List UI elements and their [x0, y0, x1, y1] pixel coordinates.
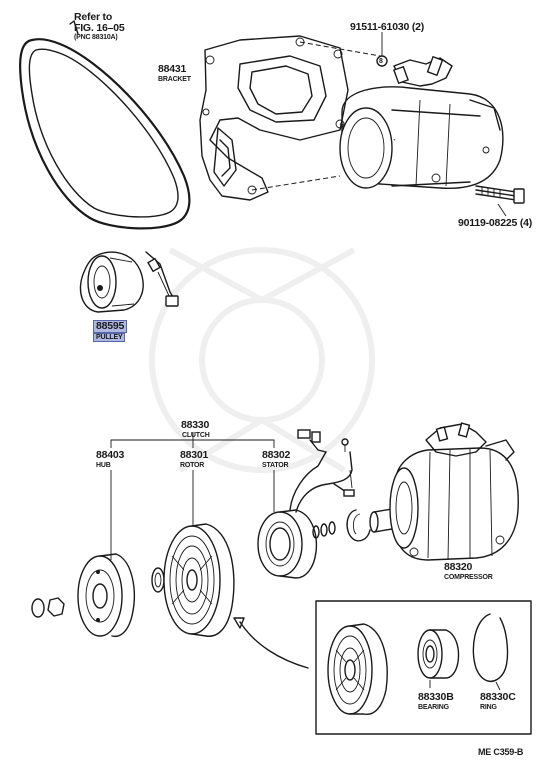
nut-washer	[31, 597, 65, 618]
part-88301-number: 88301	[180, 449, 209, 461]
part-88302-number: 88302	[262, 449, 291, 461]
part-88595-number-highlighted: 88595	[93, 320, 128, 333]
v-belt	[19, 20, 191, 230]
clutch-group-lines	[110, 432, 275, 560]
inset-rotor	[327, 623, 388, 715]
refer-note-line1: Refer to	[74, 11, 113, 23]
part-88302-name: STATOR	[262, 462, 289, 469]
part-88595-name-highlighted: PULLEY	[93, 333, 126, 342]
part-88320-name: COMPRESSOR	[444, 574, 493, 581]
pulley-88595	[79, 251, 179, 313]
bolt-90119	[475, 185, 525, 217]
refer-note-line3: (PNC 88310A)	[74, 34, 118, 41]
inset-bearing	[417, 629, 460, 688]
part-88330B-name: BEARING	[418, 704, 449, 711]
wire-harness	[289, 429, 355, 513]
part-91511-number: 91511-61030 (2)	[350, 21, 425, 33]
part-90119-number: 90119-08225 (4)	[458, 217, 533, 229]
part-88330C-number: 88330C	[480, 691, 516, 703]
detail-arrow	[233, 617, 309, 669]
snap-ring	[346, 509, 371, 542]
stator-88302	[257, 509, 318, 579]
rotor-88301	[163, 523, 235, 637]
part-88403-name: HUB	[96, 462, 111, 469]
part-88431-number: 88431	[158, 63, 187, 75]
part-88330B-number: 88330B	[418, 691, 454, 703]
shim-ring	[151, 567, 165, 593]
watermark-emblem	[149, 247, 375, 473]
part-88330-name: CLUTCH	[182, 432, 210, 439]
part-88301-name: ROTOR	[180, 462, 205, 469]
callout-marker	[376, 32, 388, 67]
callout-marker-label: 8	[379, 58, 383, 65]
detail-inset	[315, 600, 532, 735]
hub-88403	[77, 553, 135, 638]
part-88403-number: 88403	[96, 449, 125, 461]
part-88330-number: 88330	[181, 419, 210, 431]
spacer-washers	[312, 521, 336, 539]
part-88330C-name: RING	[480, 704, 497, 711]
compressor-top	[339, 55, 504, 189]
inset-ring	[472, 613, 509, 691]
refer-note-line2: FIG. 16–05	[74, 22, 125, 34]
part-88431-name: BRACKET	[158, 76, 191, 83]
bracket-88431	[199, 35, 396, 201]
compressor-88320	[369, 422, 519, 561]
figure-code: ME C359-B	[478, 747, 524, 757]
part-88320-number: 88320	[444, 561, 473, 573]
